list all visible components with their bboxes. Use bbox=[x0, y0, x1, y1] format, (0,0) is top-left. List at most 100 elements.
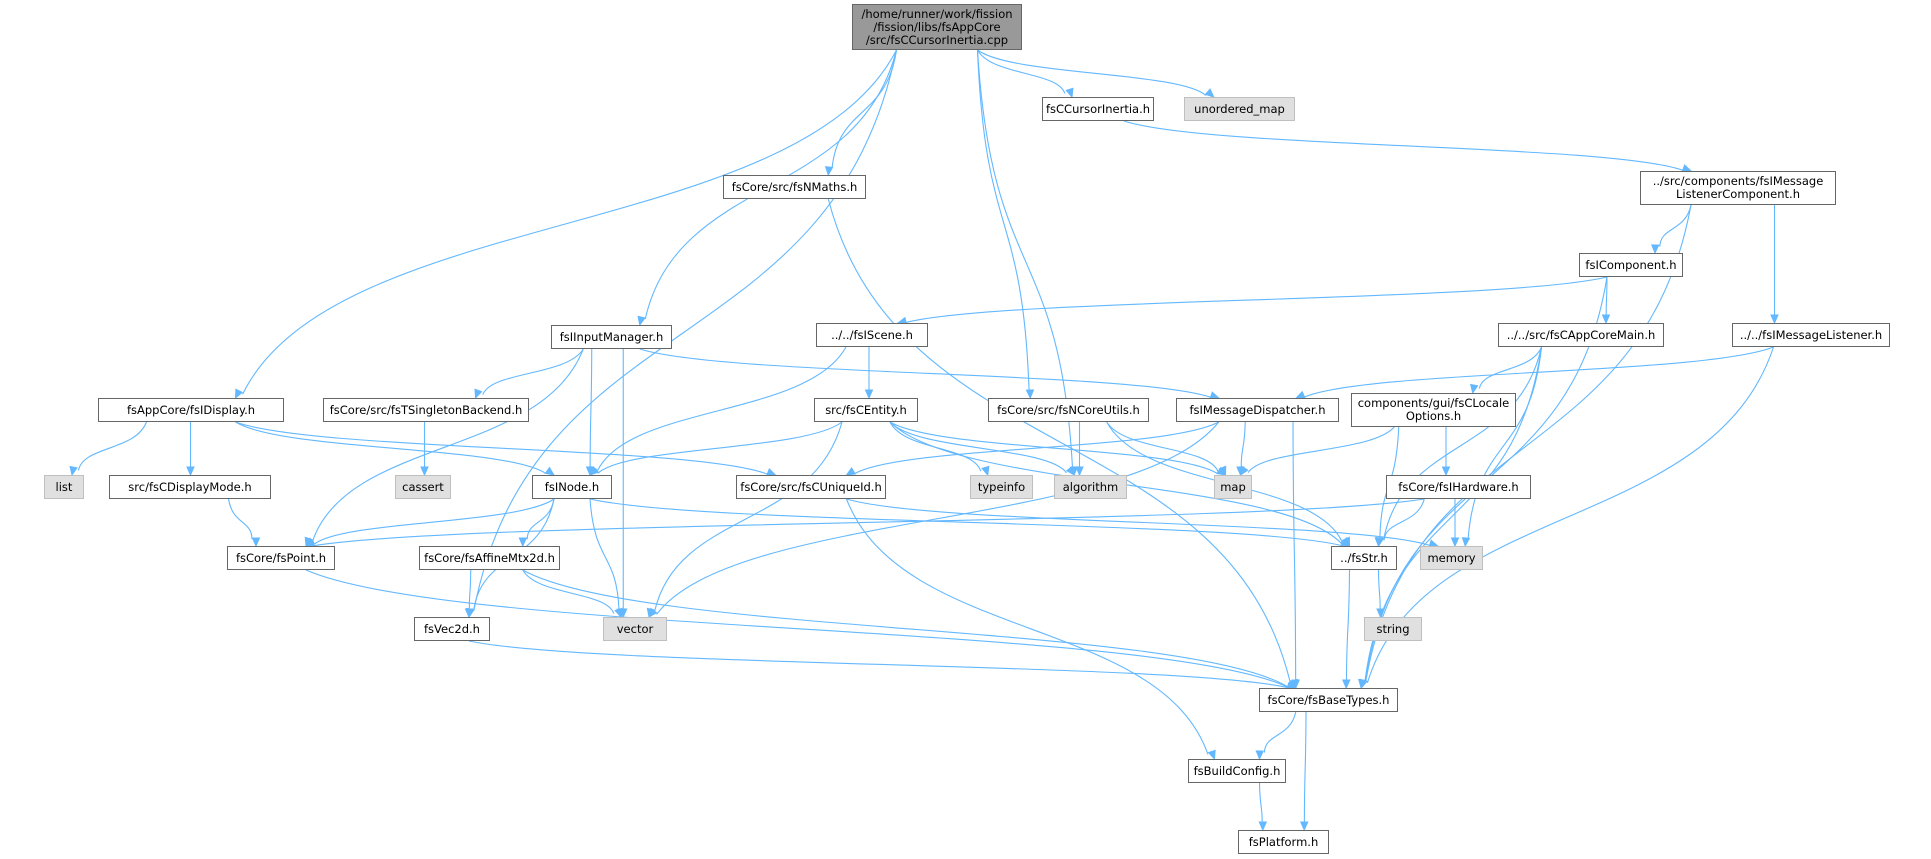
edge-root-to-ccursor bbox=[977, 49, 1066, 94]
node-label: memory bbox=[1427, 550, 1476, 565]
node-imsgdisp[interactable]: fsIMessageDispatcher.h bbox=[1176, 398, 1339, 422]
node-label-line: ../../src/fsCAppCoreMain.h bbox=[1506, 327, 1656, 342]
node-label-line: fsCore/src/fsNCoreUtils.h bbox=[997, 402, 1140, 417]
node-label: fsIComponent.h bbox=[1585, 258, 1676, 272]
node-label: src/fsCDisplayMode.h bbox=[128, 480, 251, 494]
node-platform[interactable]: fsPlatform.h bbox=[1238, 830, 1329, 854]
edge-imsgdisp-to-vector bbox=[656, 421, 1220, 615]
node-label-line: /home/runner/work/fission bbox=[861, 6, 1013, 21]
arrowhead bbox=[1342, 679, 1351, 690]
node-buildconfig[interactable]: fsBuildConfig.h bbox=[1188, 759, 1286, 783]
node-centity[interactable]: src/fsCEntity.h bbox=[814, 398, 918, 422]
node-idisplay[interactable]: fsAppCore/fsIDisplay.h bbox=[98, 398, 284, 422]
node-label: ../../src/fsCAppCoreMain.h bbox=[1506, 327, 1656, 342]
arrowhead bbox=[1204, 88, 1215, 98]
node-point[interactable]: fsCore/fsPoint.h bbox=[227, 546, 335, 570]
node-label-line: fsCore/fsIHardware.h bbox=[1398, 479, 1519, 494]
node-imsglistener[interactable]: ../../fsIMessageListener.h bbox=[1732, 323, 1890, 347]
node-root: /home/runner/work/fission/fission/libs/f… bbox=[852, 4, 1022, 50]
node-cuniqueid[interactable]: fsCore/src/fsCUniqueId.h bbox=[736, 475, 886, 499]
node-label: fsAppCore/fsIDisplay.h bbox=[127, 403, 255, 417]
edge-nmaths-to-basetypes bbox=[827, 198, 1291, 683]
node-label: string bbox=[1376, 621, 1410, 636]
edge-idisplay-to-cuniqueid bbox=[235, 421, 768, 475]
node-label: unordered_map bbox=[1194, 101, 1285, 116]
arrowhead bbox=[420, 466, 429, 477]
arrowhead bbox=[251, 537, 261, 548]
node-label-line: fsCore/src/fsNMaths.h bbox=[731, 179, 858, 194]
node-memory: memory bbox=[1420, 546, 1483, 570]
edge-root-to-nmaths bbox=[831, 49, 898, 169]
node-label: fsINode.h bbox=[545, 480, 599, 494]
edge-imsgdisp-to-map bbox=[1240, 421, 1246, 468]
node-list: list bbox=[44, 475, 84, 499]
node-iinput[interactable]: fsIInputManager.h bbox=[551, 325, 672, 349]
edge-cappcore-to-fsstr bbox=[1383, 346, 1543, 540]
node-label: cassert bbox=[402, 479, 444, 494]
edge-root-to-unordered_map bbox=[977, 49, 1207, 96]
edge-cuniqueid-to-memory bbox=[846, 498, 1430, 546]
arrowhead bbox=[864, 389, 874, 400]
node-inode[interactable]: fsINode.h bbox=[532, 475, 612, 499]
edge-msgcomp-to-icomponent bbox=[1659, 204, 1692, 247]
node-label-line: src/fsCEntity.h bbox=[825, 402, 907, 417]
edge-iinput-to-inode bbox=[589, 348, 593, 468]
edge-basetypes-to-platform bbox=[1303, 711, 1307, 823]
edge-centity-to-inode bbox=[597, 421, 843, 474]
arrowhead bbox=[1207, 749, 1216, 761]
node-label: fsBuildConfig.h bbox=[1194, 764, 1281, 778]
node-label: fsCore/fsBaseTypes.h bbox=[1268, 693, 1390, 707]
node-nmaths[interactable]: fsCore/src/fsNMaths.h bbox=[723, 175, 866, 199]
edge-cuniqueid-to-buildconfig bbox=[845, 498, 1209, 755]
node-string: string bbox=[1364, 617, 1422, 641]
node-label: ../../fsIMessageListener.h bbox=[1740, 328, 1882, 342]
arrowhead bbox=[1650, 244, 1660, 255]
node-label: algorithm bbox=[1063, 480, 1119, 494]
edge-centity-to-vector bbox=[654, 421, 843, 612]
arrowhead bbox=[1255, 750, 1265, 761]
arrowhead bbox=[186, 466, 195, 477]
node-iscene[interactable]: ../../fsIScene.h bbox=[816, 323, 928, 347]
node-cdisplaymode[interactable]: src/fsCDisplayMode.h bbox=[109, 475, 271, 499]
edge-point-to-basetypes bbox=[305, 569, 1289, 688]
node-label: fsVec2d.h bbox=[424, 622, 480, 636]
node-basetypes[interactable]: fsCore/fsBaseTypes.h bbox=[1259, 688, 1398, 712]
arrowhead bbox=[518, 537, 528, 548]
edge-buildconfig-to-platform bbox=[1258, 782, 1263, 823]
edge-clocale-to-map bbox=[1247, 426, 1395, 473]
arrowhead bbox=[1025, 389, 1035, 400]
node-label-line: cassert bbox=[402, 479, 444, 494]
node-label: fsCCursorInertia.h bbox=[1046, 102, 1150, 116]
node-vec2d[interactable]: fsVec2d.h bbox=[414, 617, 490, 641]
arrowhead bbox=[474, 388, 483, 400]
edge-basetypes-to-buildconfig bbox=[1263, 711, 1297, 753]
node-label-line: memory bbox=[1427, 550, 1476, 565]
node-algorithm: algorithm bbox=[1054, 475, 1127, 499]
edge-fsstr-to-string bbox=[1377, 569, 1381, 610]
node-unordered_map: unordered_map bbox=[1184, 97, 1295, 121]
node-affine[interactable]: fsCore/fsAffineMtx2d.h bbox=[419, 546, 560, 570]
node-ccursor[interactable]: fsCCursorInertia.h bbox=[1042, 97, 1154, 121]
edge-affine-to-vector bbox=[522, 569, 615, 614]
node-ncoreutils[interactable]: fsCore/src/fsNCoreUtils.h bbox=[988, 398, 1149, 422]
node-fsstr[interactable]: ../fsStr.h bbox=[1331, 546, 1397, 570]
arrowhead bbox=[1441, 466, 1451, 477]
node-label-line: fsIInputManager.h bbox=[559, 329, 664, 344]
node-label-line: vector bbox=[616, 621, 654, 636]
edge-root-to-algorithm bbox=[976, 49, 1074, 468]
node-cappcore[interactable]: ../../src/fsCAppCoreMain.h bbox=[1498, 323, 1664, 347]
arrowhead bbox=[1258, 821, 1268, 832]
edge-ccursor-to-msgcomp bbox=[1123, 120, 1684, 171]
node-tsingleton[interactable]: fsCore/src/fsTSingletonBackend.h bbox=[323, 398, 529, 422]
node-label-line: string bbox=[1376, 621, 1410, 636]
node-icomponent[interactable]: fsIComponent.h bbox=[1579, 253, 1683, 277]
node-label-line: unordered_map bbox=[1194, 101, 1285, 116]
edge-ihardware-to-fsstr bbox=[1383, 498, 1425, 541]
edge-root-to-vec2d bbox=[473, 49, 898, 611]
edge-cappcore-to-clocale bbox=[1478, 346, 1543, 389]
node-ihardware[interactable]: fsCore/fsIHardware.h bbox=[1386, 475, 1531, 499]
node-label-line: fsCore/src/fsCUniqueId.h bbox=[740, 479, 882, 494]
